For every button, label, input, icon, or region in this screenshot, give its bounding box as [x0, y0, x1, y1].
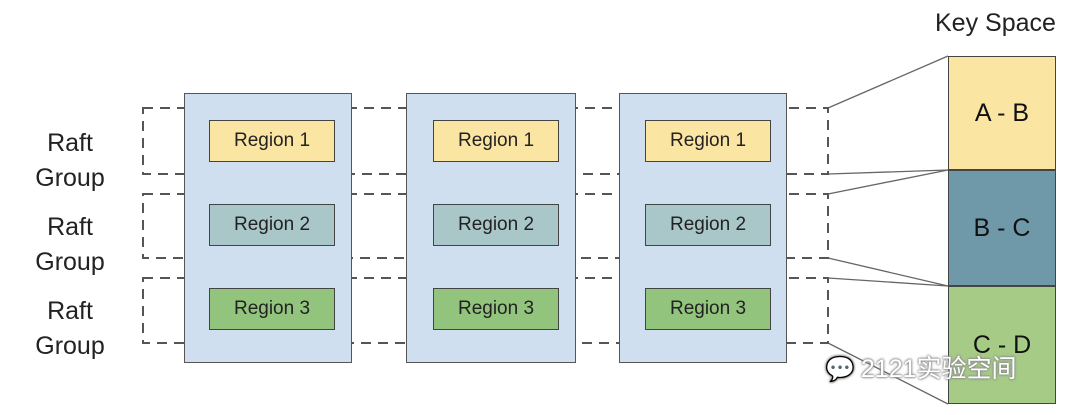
region-box: Region 1: [209, 120, 335, 162]
watermark: 💬2121实验空间: [825, 355, 1017, 383]
key-range-connector-line: [827, 169, 949, 195]
key-range-a-b: A - B: [948, 56, 1056, 170]
region-box: Region 1: [433, 120, 559, 162]
key-range-b-c: B - C: [948, 170, 1056, 286]
key-range-connector-line: [827, 342, 949, 405]
key-range-connector-line: [827, 55, 949, 109]
key-range-c-d: C - D: [948, 286, 1056, 404]
wechat-icon: 💬: [825, 356, 855, 383]
region-box: Region 3: [433, 288, 559, 330]
region-box: Region 1: [645, 120, 771, 162]
region-box: Region 2: [433, 204, 559, 246]
key-space-title: Key Space: [935, 9, 1056, 37]
region-box: Region 3: [209, 288, 335, 330]
key-range-connector-line: [827, 257, 949, 287]
key-range-connector-line: [827, 277, 949, 287]
key-range-connector-line: [827, 169, 949, 175]
region-box: Region 2: [645, 204, 771, 246]
region-box: Region 3: [645, 288, 771, 330]
region-box: Region 2: [209, 204, 335, 246]
